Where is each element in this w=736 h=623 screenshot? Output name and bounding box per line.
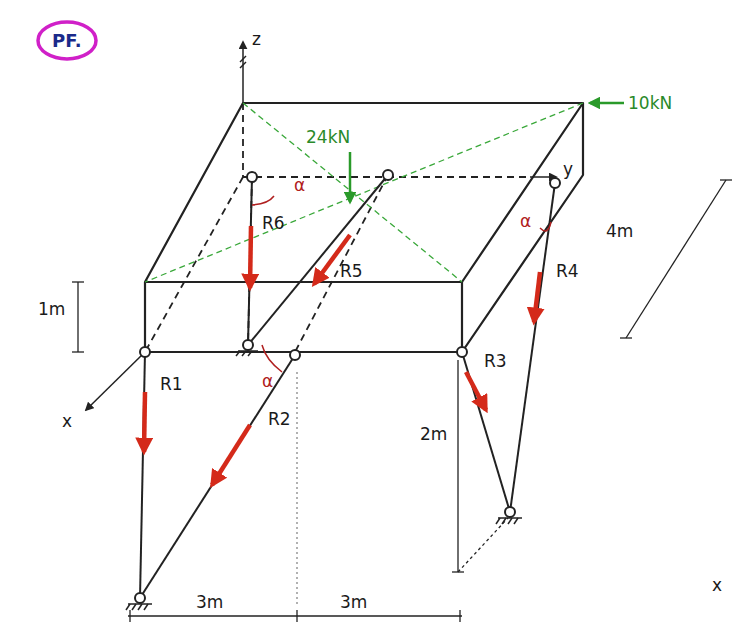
hinges: [135, 170, 560, 603]
dimension-label: 4m: [606, 222, 633, 241]
reaction-arrows: [144, 226, 540, 485]
slab-outline: [145, 103, 583, 352]
axes: [86, 42, 556, 410]
stray-label: x: [712, 576, 722, 595]
reaction-label: R1: [160, 375, 183, 394]
circled-tag: PF.: [36, 20, 98, 61]
axis-label: x: [62, 412, 72, 431]
diagonals: [145, 103, 583, 282]
dimension-label: 1m: [38, 300, 65, 319]
axis-label: z: [252, 30, 261, 49]
load-label: 10kN: [628, 94, 672, 113]
bars: [140, 175, 555, 598]
angle-label: α: [294, 176, 305, 195]
applied-loads: [350, 103, 624, 202]
reaction-label: R5: [340, 262, 363, 281]
hidden-edges: [145, 103, 530, 352]
reaction-label: R6: [262, 214, 285, 233]
tag-text: PF.: [52, 30, 82, 51]
angle-arcs: [252, 196, 551, 372]
dimension-label: 2m: [420, 425, 447, 444]
angle-label: α: [262, 372, 273, 391]
reaction-label: R2: [268, 410, 291, 429]
dimension-lines: [72, 180, 732, 622]
ground-supports: [126, 351, 522, 610]
reaction-label: R3: [484, 352, 507, 371]
reaction-label: R4: [556, 262, 579, 281]
dimension-label: 3m: [196, 593, 223, 612]
dimension-label: 3m: [340, 593, 367, 612]
angle-label: α: [520, 212, 531, 231]
load-label: 24kN: [306, 128, 350, 147]
axis-label: y: [563, 160, 573, 179]
